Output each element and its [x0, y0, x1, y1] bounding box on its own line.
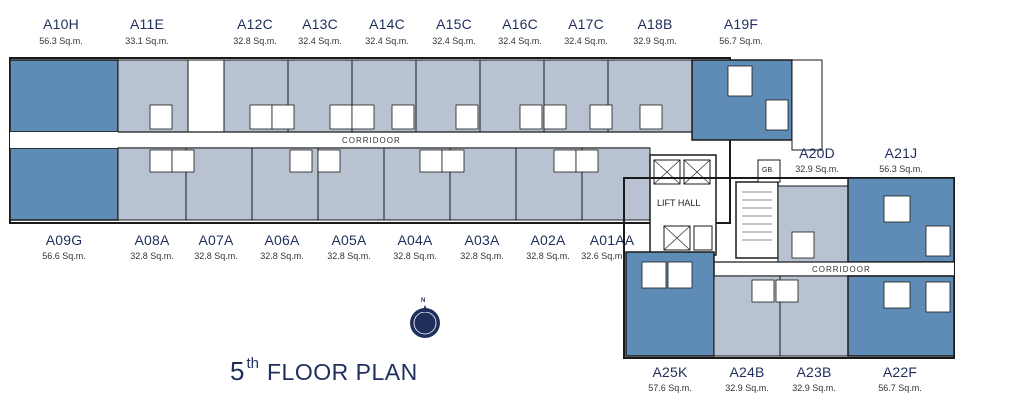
title-floor-number: 5 [230, 356, 245, 386]
unit-a20d-size: 32.9 Sq.m. [795, 164, 839, 174]
unit-a17c-code: A17C [568, 16, 604, 32]
unit-a03a-code: A03A [464, 232, 500, 248]
corridor-west [10, 132, 720, 148]
unit-a08a-size: 32.8 Sq.m. [130, 251, 174, 261]
unit-a20d-code: A20D [799, 145, 835, 161]
unit-a25k-size: 57.6 Sq.m. [648, 383, 692, 393]
unit-a16c-size: 32.4 Sq.m. [498, 36, 542, 46]
unit-a04a-size: 32.8 Sq.m. [393, 251, 437, 261]
unit-a02a-code: A02A [530, 232, 566, 248]
unit-a06a-size: 32.8 Sq.m. [260, 251, 304, 261]
corridor-west-label: CORRIDOOR [342, 136, 401, 145]
unit-a05a-size: 32.8 Sq.m. [327, 251, 371, 261]
stair-east [735, 181, 779, 259]
unit-a01aa-code: A01AA [589, 232, 635, 248]
unit-a09g-code: A09G [45, 232, 83, 248]
unit-a08a-code: A08A [134, 232, 170, 248]
unit-a21j-code: A21J [884, 145, 918, 161]
unit-a09g-shape[interactable] [9, 147, 119, 221]
corridor-east [700, 262, 954, 276]
unit-a15c-code: A15C [436, 16, 472, 32]
unit-a23b-size: 32.9 Sq.m. [792, 383, 836, 393]
unit-a25k-code: A25K [652, 364, 688, 380]
unit-a19f-code: A19F [723, 16, 759, 32]
unit-a14c-size: 32.4 Sq.m. [365, 36, 409, 46]
unit-a11e-code: A11E [129, 16, 164, 32]
north-compass-icon [410, 308, 440, 338]
stair-west [187, 59, 225, 133]
unit-a13c-size: 32.4 Sq.m. [298, 36, 342, 46]
unit-a02a-size: 32.8 Sq.m. [526, 251, 570, 261]
title-text: FLOOR PLAN [266, 359, 418, 385]
unit-a10h-size: 56.3 Sq.m. [39, 36, 83, 46]
unit-a03a-size: 32.8 Sq.m. [460, 251, 504, 261]
unit-a07a-code: A07A [198, 232, 234, 248]
corridor-east-label: CORRIDOOR [812, 265, 871, 274]
bottom-row-units [117, 147, 651, 221]
unit-a24b-code: A24B [729, 364, 765, 380]
unit-a22f-code: A22F [882, 364, 918, 380]
unit-a14c-code: A14C [369, 16, 405, 32]
unit-a10h-shape[interactable] [9, 59, 119, 133]
unit-a10h-code: A10H [43, 16, 79, 32]
unit-a17c-size: 32.4 Sq.m. [564, 36, 608, 46]
lift-hall-label: LIFT HALL [655, 198, 703, 208]
unit-a05a-code: A05A [331, 232, 367, 248]
unit-a07a-shape[interactable] [185, 147, 253, 221]
gb-label: GB. [762, 167, 775, 174]
unit-a06a-code: A06A [264, 232, 300, 248]
unit-a18b-size: 32.9 Sq.m. [633, 36, 677, 46]
unit-a09g-size: 56.6 Sq.m. [42, 251, 86, 261]
title-floor-suffix: th [246, 355, 259, 372]
unit-a16c-code: A16C [502, 16, 538, 32]
unit-a18b-code: A18B [637, 16, 673, 32]
north-label: N [421, 298, 426, 304]
unit-a07a-size: 32.8 Sq.m. [194, 251, 238, 261]
unit-a24b-size: 32.9 Sq.m. [725, 383, 769, 393]
unit-a19f-size: 56.7 Sq.m. [719, 36, 763, 46]
unit-a11e-size: 33.1 Sq.m. [125, 36, 169, 46]
unit-a01aa-size: 32.6 Sq.m. [581, 251, 625, 261]
bathrooms-top [149, 104, 663, 130]
unit-a22f-size: 56.7 Sq.m. [878, 383, 922, 393]
unit-a15c-size: 32.4 Sq.m. [432, 36, 476, 46]
unit-a12c-code: A12C [237, 16, 273, 32]
unit-a12c-size: 32.8 Sq.m. [233, 36, 277, 46]
unit-a13c-code: A13C [302, 16, 338, 32]
unit-a21j-size: 56.3 Sq.m. [879, 164, 923, 174]
unit-a23b-code: A23B [796, 364, 832, 380]
bathrooms-bottom [149, 149, 599, 173]
unit-a04a-code: A04A [397, 232, 433, 248]
